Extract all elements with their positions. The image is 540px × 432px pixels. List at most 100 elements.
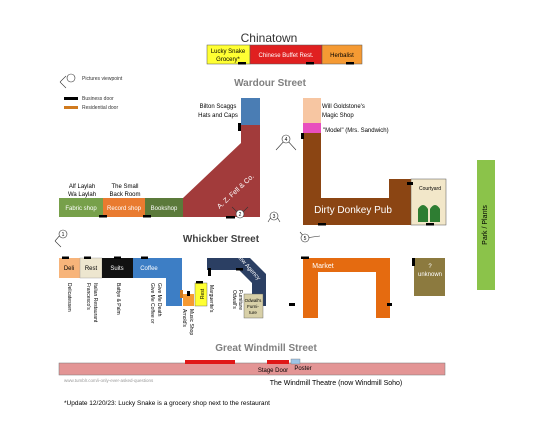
business-door	[187, 291, 190, 296]
business-door	[196, 281, 203, 284]
legend-residential-door-label: Residential door	[82, 105, 118, 111]
new-agency-block: Rest New Agency Odwall's Furni- ture	[183, 253, 266, 319]
business-door	[62, 256, 69, 259]
marguerite-label: Marguerite's	[208, 285, 214, 313]
market[interactable]	[303, 258, 390, 318]
viewpoints: 1 2 3 4 5	[54, 134, 321, 248]
dirty-donkey-pub[interactable]	[303, 133, 413, 225]
bilton-label-2: Hats and Caps	[198, 113, 238, 119]
bilton-scaggs-shop[interactable]	[241, 98, 260, 125]
business-door	[226, 216, 235, 219]
viewpoint-marker	[66, 73, 76, 83]
unknown-label-2: unknown	[418, 272, 442, 278]
coffee-label: Coffee	[140, 266, 158, 272]
business-door-swatch	[64, 97, 78, 100]
lucky-snake-label-1: Lucky Snake	[211, 49, 246, 55]
viewpoint-3[interactable]	[269, 211, 279, 221]
business-door	[301, 133, 304, 139]
unknown-shop[interactable]	[414, 258, 445, 296]
park-plants[interactable]	[477, 160, 495, 290]
bilton-label-1: Bilton Scaggs	[200, 104, 237, 110]
az-fell-bookshop[interactable]	[183, 125, 260, 217]
will-goldstone-label-1: Will Goldstone's	[322, 104, 365, 110]
whickber-south-row: Deli Rest Suits Coffee	[59, 256, 183, 306]
alf-laylah-label-2: Wa Laylah	[68, 192, 96, 198]
bookshop[interactable]	[145, 198, 183, 217]
coffee-shop[interactable]	[133, 258, 166, 278]
herbalist-label: Herbalist	[330, 53, 354, 59]
map-title: Chinatown	[241, 31, 298, 45]
business-door	[84, 256, 91, 259]
record-shop[interactable]	[103, 198, 145, 217]
fell-block: Bilton Scaggs Hats and Caps A. Z. Fell &…	[183, 98, 260, 219]
alf-laylah-label-1: Alf Laylah	[69, 184, 95, 190]
model-mrs-sandwich[interactable]	[303, 123, 321, 133]
model-label: "Model" (Mrs. Sandwich)	[323, 128, 389, 134]
unknown-label-1: ?	[428, 264, 432, 270]
odwall-label-2: Furni-	[247, 304, 259, 309]
business-door	[318, 223, 326, 226]
viewpoint-5-label: 5	[304, 236, 307, 242]
courtyard-tree-icon	[418, 205, 428, 222]
odwall-label-3: ture	[249, 310, 257, 315]
deli-shop[interactable]	[59, 258, 80, 278]
viewpoint-4[interactable]	[281, 134, 291, 144]
fabric-shop[interactable]	[59, 198, 103, 217]
give-me-coffee-label-1: Give Me Coffee or	[149, 283, 155, 324]
business-door	[114, 256, 121, 259]
residential-door-swatch	[64, 106, 78, 109]
small-back-room-label-2: Back Room	[109, 192, 140, 198]
viewpoint-3-label: 3	[273, 214, 276, 220]
residential-door	[180, 290, 183, 298]
viewpoint-1[interactable]	[58, 229, 68, 239]
deli-label: Deli	[64, 266, 74, 272]
will-goldstone-magic-shop[interactable]	[303, 98, 321, 123]
arnold-label-2: Music Shop	[188, 309, 194, 335]
wardour-street-label: Wardour Street	[234, 78, 307, 89]
viewpoint-1-label: 1	[62, 232, 65, 238]
viewpoint-2-label: 2	[239, 212, 242, 218]
new-agency[interactable]	[207, 258, 266, 306]
record-shop-label: Record shop	[107, 206, 142, 212]
odwall-below-label-1: Odwall's	[231, 290, 237, 309]
poster-box	[290, 358, 301, 365]
watermark: www.tumblr.com/i-only-ever-asked-questio…	[64, 378, 154, 383]
market-label: Market	[312, 263, 333, 270]
legend-business-door-label: Business door	[82, 96, 114, 102]
business-door	[236, 268, 243, 271]
south-row-labels: Delicatessen Francesco's Italian Restaur…	[66, 283, 243, 335]
great-windmill-street-label: Great Windmill Street	[215, 343, 317, 354]
courtyard[interactable]	[410, 178, 447, 226]
viewpoint-2[interactable]	[235, 209, 245, 219]
legend: Pictures viewpoint Business door Residen…	[59, 73, 123, 111]
whickber-north-row: Fabric shop Record shop Bookshop	[59, 198, 183, 218]
stage-door-label: Stage Door	[258, 368, 288, 374]
windmill-theatre[interactable]	[58, 362, 446, 376]
chinese-buffet-label: Chinese Buffet Rest.	[259, 53, 314, 59]
poster-label: Poster	[294, 366, 311, 372]
business-door	[141, 256, 148, 259]
odwalls-furniture[interactable]	[243, 293, 264, 319]
business-door	[426, 223, 434, 226]
business-door	[238, 123, 241, 131]
small-back-room-label-1: The Small	[111, 184, 138, 190]
suits-shop[interactable]	[102, 258, 133, 278]
courtyard-label: Courtyard	[419, 186, 441, 192]
whickber-street-label: Whickber Street	[183, 234, 260, 245]
viewpoint-5[interactable]	[300, 233, 310, 243]
rest-small-label: Rest	[200, 288, 206, 299]
dirty-donkey-block: Will Goldstone's Magic Shop "Model" (Mrs…	[301, 98, 447, 226]
business-door	[99, 215, 107, 218]
dirty-donkey-label: Dirty Donkey Pub	[314, 205, 392, 216]
market-block: Market ? unknown	[289, 256, 445, 318]
arnolds-music-shop[interactable]	[183, 294, 194, 306]
viewpoint-icon	[59, 75, 67, 89]
business-door	[143, 215, 151, 218]
herbalist-shop[interactable]	[321, 44, 363, 65]
business-door	[306, 62, 314, 65]
business-door	[407, 182, 413, 185]
franceschi-label-1: Francesco's	[85, 283, 91, 310]
business-door	[208, 268, 211, 276]
odwall-below-label-2: Furniture	[237, 290, 243, 310]
suits-label: Suits	[110, 266, 123, 272]
